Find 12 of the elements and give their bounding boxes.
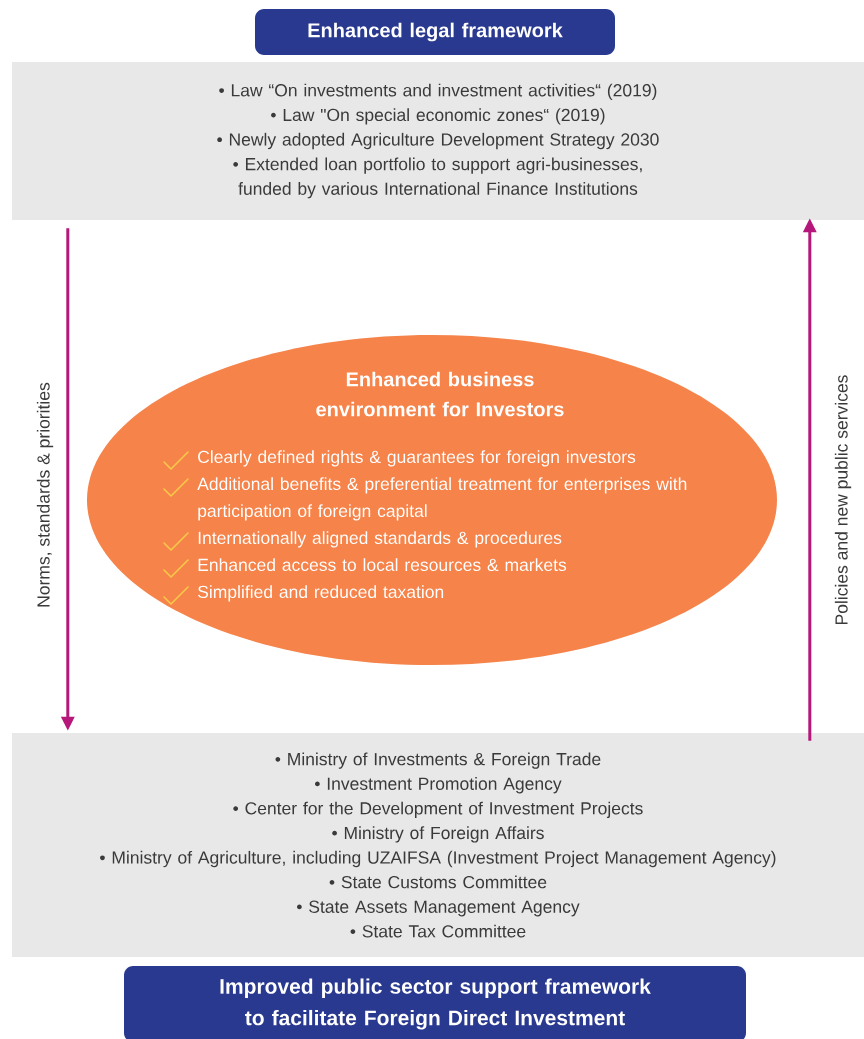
edge-label: Norms, standards & priorities <box>36 382 54 607</box>
title-banner: Enhanced legal framework <box>255 9 615 55</box>
list-panel: • Ministry of Investments & Foreign Trade • Investment Promotion Agency • Center for the Development of Investment Projects • Ministry of Foreign Affairs • Ministry of Agriculture, including UZAIFSA (Investment Project Management Agency) • State Customs Committee • State Assets Management Agency • State Tax Committee <box>12 733 864 957</box>
list-item: Clearly defined rights & guarantees for foreign investors <box>198 450 636 467</box>
list-panel: • Law “On investments and investment activities“ (2019) • Law "On special economic zones“ (2019) • Newly adopted Agriculture Development Strategy 2030 • Extended loan portfolio to support agri-businesses, funded by various International Finance Institutions <box>12 62 864 220</box>
heading: Enhanced business environment for Investors <box>316 371 564 417</box>
list-item: Enhanced access to local resources & markets <box>198 558 567 572</box>
title-banner: Improved public sector support framework to facilitate Foreign Direct Investment <box>124 966 746 1039</box>
list-item: Internationally aligned standards & procedures <box>198 531 562 548</box>
edge-label: Policies and new public services <box>834 375 852 625</box>
list-item: Additional benefits & preferential treatment for enterprises with participation of foreign capital <box>197 477 687 521</box>
list-item: Simplified and reduced taxation <box>198 585 444 602</box>
